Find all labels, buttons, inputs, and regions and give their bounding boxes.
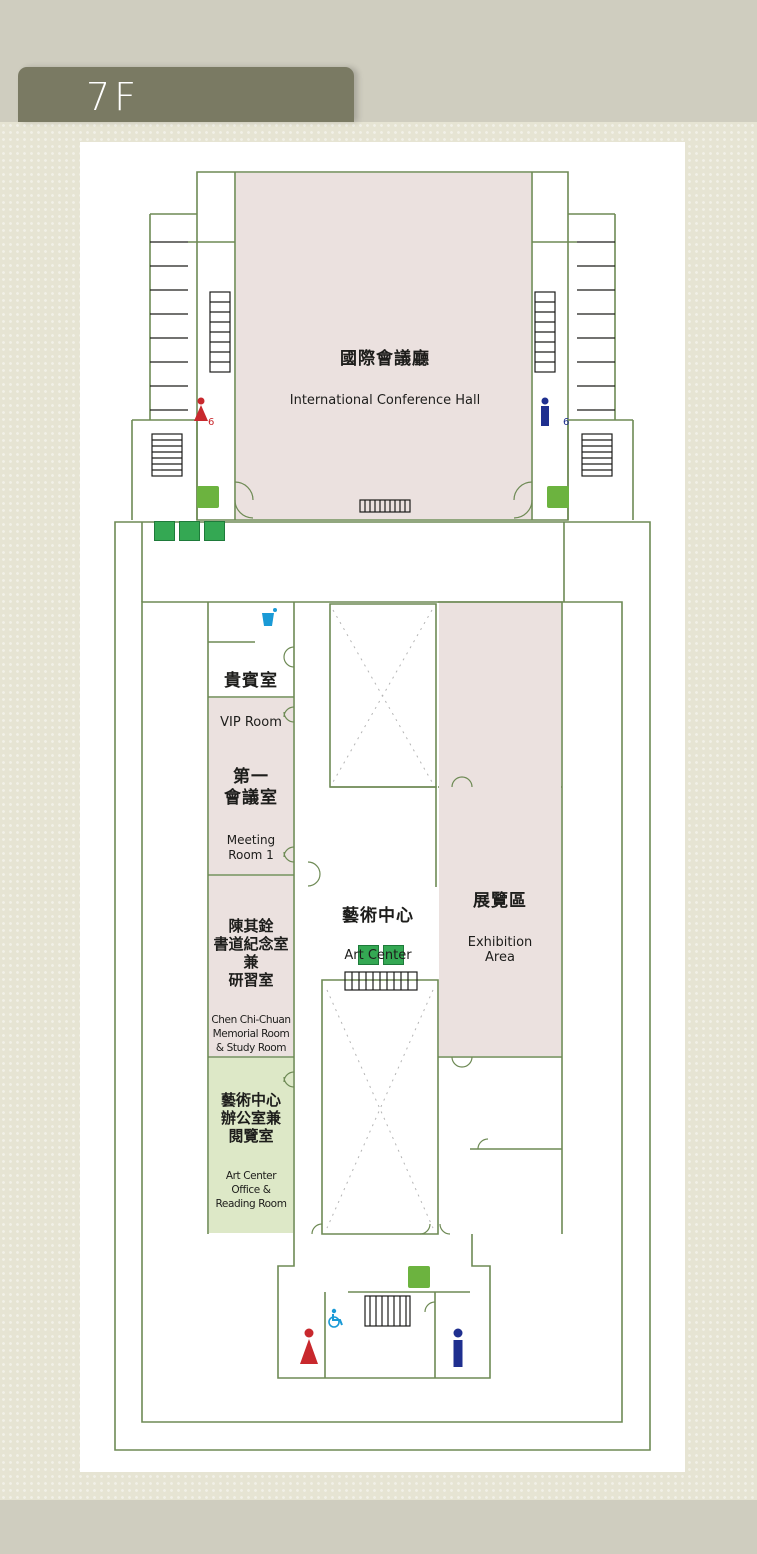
art-center-office-area: [209, 1058, 293, 1233]
art-center-name-en: Art Center: [344, 947, 412, 963]
conference-hall-area: [236, 173, 531, 519]
accessible-restroom-icon: [328, 1308, 343, 1328]
exhibition-area-name-en: Exhibition Area: [467, 934, 533, 966]
emergency-exit-icon: [408, 1266, 430, 1288]
womens-restroom-icon: [300, 1328, 318, 1364]
emergency-exit-icon: [197, 486, 219, 508]
conference-hall-name-en: International Conference Hall: [289, 392, 481, 408]
art-center-office-name-zh: 藝術中心 辦公室兼 閱覽室: [220, 1091, 281, 1146]
meeting-room-1-label: 第一 會議室 Meeting Room 1: [209, 748, 293, 881]
elevator-icon: [179, 521, 200, 541]
floor-tab: [18, 67, 354, 122]
memorial-room-name-en: Chen Chi-Chuan Memorial Room & Study Roo…: [211, 1014, 291, 1054]
art-center-office-label: 藝術中心 辦公室兼 閱覽室 Art Center Office & Readin…: [209, 1072, 293, 1230]
art-center-office-name-en: Art Center Office & Reading Room: [215, 1170, 287, 1210]
memorial-room-label: 陳其銓 書道紀念室 兼 研習室 Chen Chi-Chuan Memorial …: [209, 898, 293, 1074]
elevator-icon: [358, 945, 379, 965]
exhibition-area-name-zh: 展覽區: [473, 891, 527, 912]
stairs-icon: [151, 433, 613, 477]
emergency-exit-icon: [547, 486, 569, 508]
womens-restroom-icon: [194, 397, 208, 421]
memorial-room-name-zh: 陳其銓 書道紀念室 兼 研習室: [213, 917, 289, 990]
exhibition-area-zone: [439, 603, 561, 1056]
meeting-room-1-name-en: Meeting Room 1: [226, 833, 276, 862]
stair-floor-number-right: 6: [563, 417, 570, 428]
art-center-name-zh: 藝術中心: [342, 906, 414, 927]
vip-room-name-en: VIP Room: [220, 714, 282, 730]
elevator-icon: [204, 521, 225, 541]
elevator-icon: [383, 945, 404, 965]
art-center-label: 藝術中心 Art Center: [298, 887, 458, 983]
vip-room-name-zh: 貴賓室: [224, 671, 278, 692]
meeting-room-1-name-zh: 第一 會議室: [224, 767, 278, 808]
floor-plan: 6 6 國際會議廳 International Conference Hall …: [80, 142, 685, 1472]
conference-hall-name-zh: 國際會議廳: [340, 349, 430, 370]
memorial-room-area: [209, 876, 293, 1056]
mens-restroom-icon: [453, 1328, 463, 1367]
mens-restroom-icon: [541, 397, 549, 426]
floor-label: 7F: [86, 75, 141, 119]
conference-hall-label: 國際會議廳 International Conference Hall: [260, 330, 510, 428]
vip-room-label: 貴賓室 VIP Room: [209, 652, 293, 750]
stair-floor-number-left: 6: [208, 417, 215, 428]
escalator-icon: [209, 291, 556, 1327]
elevator-icon: [154, 521, 175, 541]
water-dispenser-icon: [262, 608, 277, 626]
outer-wall: [114, 521, 651, 1451]
meeting-room-1-area: [209, 698, 293, 874]
exhibition-area-label: 展覽區 Exhibition Area: [439, 872, 561, 985]
